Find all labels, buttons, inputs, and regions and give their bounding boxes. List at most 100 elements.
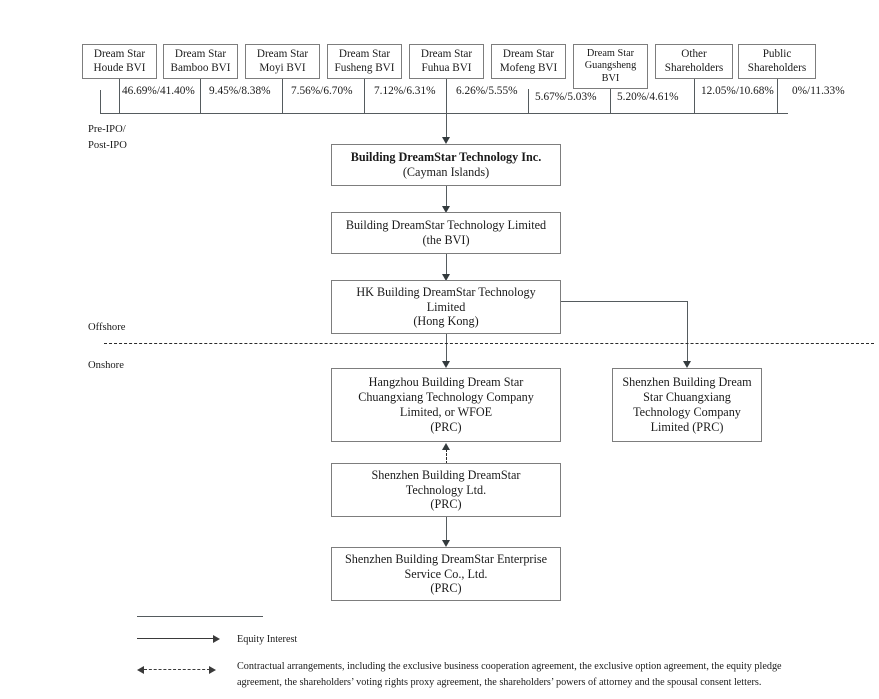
connector-drop-mofeng xyxy=(528,89,529,113)
offshore-onshore-divider xyxy=(104,343,874,344)
legend-solid-arrow-line xyxy=(137,638,215,640)
entity-line: Shenzhen Building DreamStar Enterprise xyxy=(344,551,548,566)
legend-contractual-line2: agreement, the shareholders’ voting righ… xyxy=(237,676,762,688)
shareholder-line: Moyi BVI xyxy=(259,61,306,74)
legend-contractual-line1: Contractual arrangements, including the … xyxy=(237,661,782,672)
label-offshore: Offshore xyxy=(88,322,126,333)
arrow-bvi-to-hk xyxy=(442,274,450,281)
legend-dashed-line xyxy=(144,669,210,670)
arrow-vie-to-enterprise xyxy=(442,540,450,547)
connector-hk-to-szc-horizontal xyxy=(561,301,687,302)
connector-cayman-to-bvi xyxy=(446,186,447,208)
entity-box-cayman: Building DreamStar Technology Inc. (Caym… xyxy=(331,144,561,186)
ownership-pct-fuhua: 6.26%/5.55% xyxy=(456,85,518,97)
legend-divider-rule xyxy=(137,616,263,617)
entity-line: Chuangxiang Technology Company xyxy=(358,390,534,405)
ownership-pct-other: 12.05%/10.68% xyxy=(701,85,774,97)
entity-box-wfoe: Hangzhou Building Dream Star Chuangxiang… xyxy=(331,368,561,442)
shareholder-line: BVI xyxy=(601,72,620,84)
ownership-pct-mofeng: 5.67%/5.03% xyxy=(535,91,597,103)
shareholder-line: Mofeng BVI xyxy=(499,61,558,74)
connector-hk-to-wfoe xyxy=(446,334,447,363)
shareholder-box-bamboo: Dream Star Bamboo BVI xyxy=(163,44,238,79)
arrow-cayman-to-bvi xyxy=(442,206,450,213)
ownership-pct-houde: 46.69%/41.40% xyxy=(122,85,195,97)
shareholder-line: Public xyxy=(762,47,792,60)
bus-left-stub xyxy=(100,90,101,113)
connector-drop-moyi xyxy=(282,79,283,113)
entity-line: Building DreamStar Technology Inc. xyxy=(350,150,542,165)
shareholder-line: Shareholders xyxy=(664,61,724,74)
shareholder-bus-line xyxy=(100,113,788,114)
entity-line: (Cayman Islands) xyxy=(402,165,490,179)
entity-line: Technology Company xyxy=(633,405,741,419)
entity-line: Limited, or WFOE xyxy=(399,405,493,419)
shareholder-line: Dream Star xyxy=(256,47,309,60)
entity-line: Limited (PRC) xyxy=(650,419,724,434)
connector-drop-fusheng xyxy=(364,79,365,113)
shareholder-line: Other xyxy=(681,47,707,60)
shareholder-line: Fusheng BVI xyxy=(334,61,395,74)
entity-line: (the BVI) xyxy=(422,233,470,247)
ownership-pct-public: 0%/11.33% xyxy=(792,85,845,97)
entity-line: (PRC) xyxy=(430,497,462,512)
ownership-pct-fusheng: 7.12%/6.31% xyxy=(374,85,436,97)
connector-drop-other xyxy=(694,79,695,113)
ownership-pct-bamboo: 9.45%/8.38% xyxy=(209,85,271,97)
legend-equity-interest-label: Equity Interest xyxy=(237,634,298,645)
shareholder-box-houde: Dream Star Houde BVI xyxy=(82,44,157,79)
entity-line: Service Co., Ltd. xyxy=(404,566,488,581)
legend-dashed-arrowhead-left-icon xyxy=(137,666,144,674)
shareholder-line: Dream Star xyxy=(338,47,391,60)
arrow-hk-to-szc xyxy=(683,361,691,368)
shareholder-box-public: Public Shareholders xyxy=(738,44,816,79)
legend-solid-arrowhead-icon xyxy=(213,635,220,643)
entity-box-vie: Shenzhen Building DreamStar Technology L… xyxy=(331,463,561,517)
shareholder-box-moyi: Dream Star Moyi BVI xyxy=(245,44,320,79)
entity-line: HK Building DreamStar Technology xyxy=(356,284,536,299)
shareholder-box-fuhua: Dream Star Fuhua BVI xyxy=(409,44,484,79)
label-onshore: Onshore xyxy=(88,360,124,371)
legend-dashed-arrowhead-right-icon xyxy=(209,666,216,674)
connector-bus-to-cayman xyxy=(446,113,447,139)
label-pre-post-ipo: Pre-IPO/ Post-IPO xyxy=(88,122,127,154)
entity-line: Building DreamStar Technology Limited xyxy=(345,218,547,233)
connector-vie-to-enterprise xyxy=(446,517,447,542)
entity-line: Shenzhen Building DreamStar xyxy=(371,467,521,482)
entity-line: Shenzhen Building Dream xyxy=(622,375,752,390)
shareholder-line: Dream Star xyxy=(93,47,146,60)
shareholder-box-mofeng: Dream Star Mofeng BVI xyxy=(491,44,566,79)
shareholder-line: Dream Star xyxy=(502,47,555,60)
connector-drop-public xyxy=(777,79,778,113)
connector-hk-to-szc-vertical xyxy=(687,301,688,363)
entity-line: (PRC) xyxy=(430,581,462,596)
connector-bvi-to-hk xyxy=(446,254,447,276)
connector-drop-guangsheng xyxy=(610,89,611,113)
arrow-vie-to-wfoe xyxy=(442,443,450,450)
entity-line: (Hong Kong) xyxy=(413,314,479,329)
legend-contractual-arrangements: Contractual arrangements, including the … xyxy=(237,659,879,691)
label-post-ipo-line2: Post-IPO xyxy=(88,139,127,151)
shareholder-box-other: Other Shareholders xyxy=(655,44,733,79)
shareholder-line: Shareholders xyxy=(747,61,807,74)
connector-drop-bamboo xyxy=(200,79,201,113)
entity-box-bvi: Building DreamStar Technology Limited (t… xyxy=(331,212,561,254)
entity-line: Star Chuangxiang xyxy=(643,390,731,405)
entity-line: (PRC) xyxy=(430,419,462,434)
ownership-pct-guangsheng: 5.20%/4.61% xyxy=(617,91,679,103)
shareholder-line: Dream Star xyxy=(586,47,635,59)
entity-line: Technology Ltd. xyxy=(405,482,487,497)
connector-drop-houde xyxy=(119,79,120,113)
entity-line: Limited xyxy=(426,299,466,314)
arrow-bus-to-cayman xyxy=(442,137,450,144)
shareholder-line: Dream Star xyxy=(420,47,473,60)
arrow-hk-to-wfoe xyxy=(442,361,450,368)
entity-box-enterprise-service: Shenzhen Building DreamStar Enterprise S… xyxy=(331,547,561,601)
shareholder-line: Houde BVI xyxy=(93,61,146,74)
entity-box-hk: HK Building DreamStar Technology Limited… xyxy=(331,280,561,334)
connector-vie-contractual-dashed xyxy=(446,449,447,464)
shareholder-box-guangsheng: Dream Star Guangsheng BVI xyxy=(573,44,648,89)
connector-drop-fuhua xyxy=(446,79,447,113)
shareholder-line: Bamboo BVI xyxy=(170,61,231,74)
